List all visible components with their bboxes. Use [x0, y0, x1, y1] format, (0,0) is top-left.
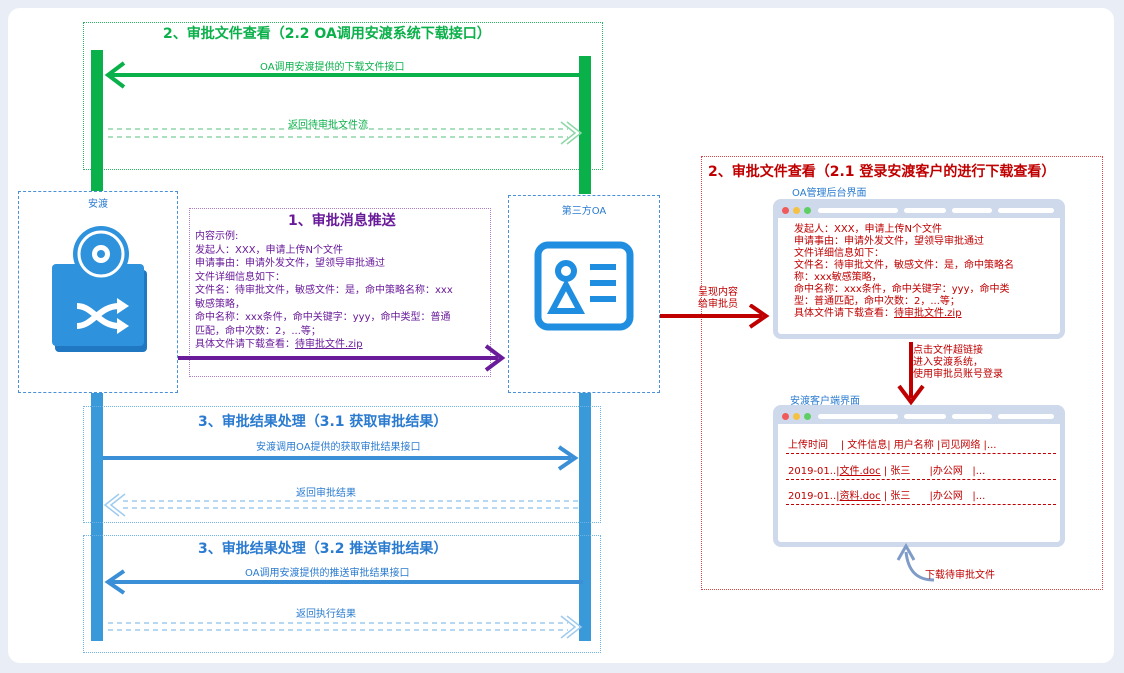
arrow-result-get-request	[103, 445, 579, 471]
section-result-get-frame	[83, 406, 601, 523]
section-client-view-frame	[701, 156, 1103, 590]
section-client-view-title: 2、审批文件查看（2.1 登录安渡客户的进行下载查看）	[708, 164, 1056, 180]
oa-panel-body: 发起人：XXX，申请上传N个文件 申请事由：申请外发文件，望领导审批通过 文件详…	[794, 224, 1014, 320]
window-min-dot	[793, 207, 800, 214]
push-line-3: 文件详细信息如下：	[195, 271, 285, 283]
oa-contact-icon	[534, 241, 634, 331]
section-result-get-title: 3、审批结果处理（3.1 获取审批结果）	[198, 414, 448, 430]
section-oa-download-title: 2、审批文件查看（2.2 OA调用安渡系统下载接口）	[163, 26, 491, 42]
arrow-result-get-request-label: 安渡调用OA提供的获取审批结果接口	[256, 442, 421, 453]
table-row[interactable]: 2019-01..|文件.doc | 张三 |办公网 |...	[788, 466, 986, 477]
arrow-result-push-request	[104, 569, 583, 595]
section-push-frame	[189, 208, 491, 377]
client-max-dot	[804, 413, 811, 420]
click-note: 点击文件超链接 进入安渡系统， 使用审批员账号登录	[913, 345, 1003, 380]
push-line-6: 命中名称：xxx条件，命中关键字：yyy，命中类型：普通	[195, 312, 451, 323]
push-link-prefix: 具体文件请下载查看：	[195, 339, 295, 350]
anduo-lifeline-bottom	[91, 388, 103, 641]
arrow-result-get-response	[103, 493, 581, 517]
arrow-oa-download-response	[108, 121, 583, 145]
section-oa-download-frame	[83, 22, 603, 170]
arrow-oa-download-request	[104, 61, 581, 89]
oa-line-2: 文件详细信息如下：	[794, 248, 884, 259]
arrow-result-push-response	[108, 615, 583, 639]
push-line-0: 内容示例:	[195, 231, 239, 242]
arrow-result-get-response-label: 返回审批结果	[296, 488, 356, 499]
oa-admin-window-titlebar	[778, 204, 1060, 218]
section-result-push-title: 3、审批结果处理（3.2 推送审批结果）	[198, 541, 448, 557]
third-party-oa-actor: 第三方OA	[508, 195, 660, 393]
window-close-dot	[782, 207, 789, 214]
oa-link-prefix: 具体文件请下载查看：	[794, 308, 894, 319]
push-message-body: 内容示例: 发起人：XXX，申请上传N个文件 申请事由：申请外发文件，望领导审批…	[195, 230, 453, 352]
oa-admin-window: 发起人：XXX，申请上传N个文件 申请事由：申请外发文件，望领导审批通过 文件详…	[773, 199, 1065, 339]
push-file-link[interactable]: 待审批文件.zip	[295, 339, 363, 350]
anduo-client-window: 上传时间 | 文件信息| 用户名称 |司见网络 |... 2019-01..|文…	[773, 405, 1065, 547]
arrow-present	[660, 304, 770, 329]
client-file-link[interactable]: 文件.doc	[839, 466, 881, 477]
oa-link-line: 具体文件请下载查看：待审批文件.zip	[794, 308, 1014, 320]
anduo-actor: 安渡	[18, 191, 178, 393]
push-link-line: 具体文件请下载查看：待审批文件.zip	[195, 338, 453, 352]
push-line-1: 发起人：XXX，申请上传N个文件	[195, 244, 344, 256]
client-close-dot	[782, 413, 789, 420]
table-row[interactable]: 2019-01..|资料.doc | 张三 |办公网 |...	[788, 491, 986, 502]
oa-lifeline-bottom	[579, 388, 591, 641]
oa-line-5: 命中名称：xxx条件，命中关键字：yyy，命中类	[794, 284, 1010, 295]
download-note: 下载待审批文件	[925, 570, 995, 581]
arrow-oa-download-request-label: OA调用安渡提供的下载文件接口	[260, 62, 405, 73]
oa-panel-label: OA管理后台界面	[792, 188, 867, 199]
arrow-download-curve	[896, 542, 935, 582]
oa-line-3: 文件名：待审批文件，敏感文件：是，命中策略名	[794, 260, 1014, 271]
arrow-login-down	[897, 342, 925, 406]
client-min-dot	[793, 413, 800, 420]
push-line-7: 匹配，命中次数：2，...等；	[195, 325, 321, 337]
canvas: 2、审批文件查看（2.2 OA调用安渡系统下载接口） OA调用安渡提供的下载文件…	[8, 8, 1114, 663]
oa-lifeline-top	[579, 56, 591, 194]
arrow-oa-download-response-label: 返回待审批文件流	[288, 120, 368, 131]
third-party-oa-label: 第三方OA	[561, 206, 607, 217]
section-result-push-frame	[83, 535, 601, 653]
present-label: 呈现内容 给审批员	[698, 287, 738, 310]
push-line-2: 申请事由：申请外发文件，望领导审批通过	[195, 258, 385, 269]
oa-line-6: 型：普通匹配，命中次数：2，...等；	[794, 296, 960, 307]
oa-line-4: 称：xxx敏感策略，	[794, 272, 882, 283]
window-max-dot	[804, 207, 811, 214]
section-push-title: 1、审批消息推送	[288, 213, 396, 229]
arrow-result-push-response-label: 返回执行结果	[296, 609, 356, 620]
oa-line-1: 申请事由：申请外发文件，望领导审批通过	[794, 236, 984, 247]
push-line-5: 敏感策略，	[195, 298, 245, 310]
client-panel-label: 安渡客户端界面	[790, 396, 860, 407]
oa-file-link[interactable]: 待审批文件.zip	[894, 308, 962, 319]
anduo-app-icon	[52, 226, 147, 352]
anduo-lifeline-top	[91, 50, 103, 194]
push-line-4: 文件名：待审批文件，敏感文件：是，命中策略名称：xxx	[195, 285, 453, 296]
client-window-titlebar	[778, 410, 1060, 424]
arrow-push	[178, 344, 506, 372]
client-file-link[interactable]: 资料.doc	[839, 491, 881, 502]
arrow-result-push-request-label: OA调用安渡提供的推送审批结果接口	[245, 568, 410, 579]
oa-line-0: 发起人：XXX，申请上传N个文件	[794, 224, 943, 235]
anduo-label: 安渡	[88, 199, 108, 210]
client-table-header: 上传时间 | 文件信息| 用户名称 |司见网络 |...	[788, 440, 997, 451]
